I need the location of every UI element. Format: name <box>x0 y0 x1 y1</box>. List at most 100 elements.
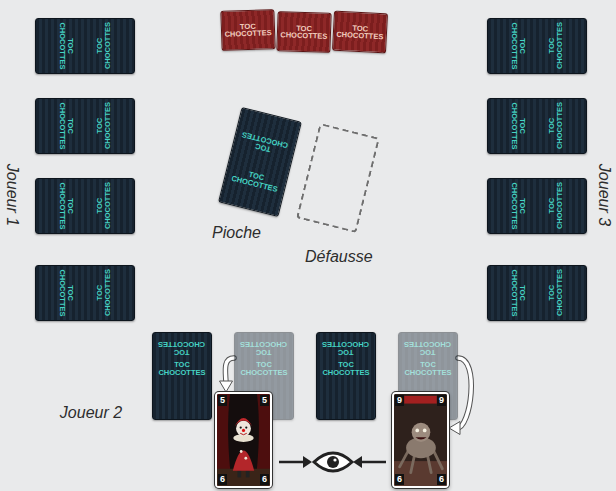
card-face-area: TOC CHOCOTTESTOC CHOCOTTES <box>317 333 375 419</box>
reserve-card: TOC CHOCOTTES <box>332 11 388 54</box>
player-card: TOC CHOCOTTES TOC CHOCOTTES <box>487 98 587 154</box>
card-logo: TOC CHOCOTTES <box>322 341 369 356</box>
corner-holder: 9 <box>437 395 446 406</box>
card-logo: TOC CHOCOTTES <box>404 341 451 356</box>
card-logo: TOC CHOCOTTES <box>96 269 111 316</box>
card-logo: TOC CHOCOTTES <box>404 361 451 376</box>
card-face-area: TOC CHOCOTTESTOC CHOCOTTES <box>219 108 300 216</box>
card-value: 5 <box>218 395 227 406</box>
card-logo: TOC CHOCOTTES <box>548 269 563 316</box>
corner-holder: 9 <box>395 395 404 406</box>
reveal-arrow <box>360 461 386 464</box>
card-logo: TOC CHOCOTTES <box>511 269 526 316</box>
player-card: TOC CHOCOTTES TOC CHOCOTTES <box>152 332 212 420</box>
monster-eye <box>423 429 427 433</box>
card-value: 6 <box>260 474 269 485</box>
card-logo: TOC CHOCOTTES <box>96 182 111 229</box>
reserve-card: TOC CHOCOTTES <box>276 11 331 53</box>
player-card: TOC CHOCOTTESTOC CHOCOTTES <box>487 178 587 234</box>
card-face-area: TOC CHOCOTTES TOC CHOCOTTES <box>488 266 586 320</box>
player-card: TOC CHOCOTTES TOC CHOCOTTES <box>487 265 587 321</box>
reveal-connector <box>220 358 235 392</box>
card-face-area: TOC CHOCOTTES TOC CHOCOTTES <box>36 266 134 320</box>
player-label: Joueur 2 <box>60 404 122 422</box>
player-card: TOC CHOCOTTESTOC CHOCOTTES <box>316 332 376 420</box>
card-face-area: TOC CHOCOTTES TOC CHOCOTTES <box>36 266 134 320</box>
label-holder: Défausse <box>305 248 373 266</box>
monster-limb <box>411 455 415 472</box>
player-card: TOC CHOCOTTESTOC CHOCOTTES <box>35 98 135 154</box>
clown-button <box>240 450 243 453</box>
card-logo: TOC CHOCOTTES <box>240 341 287 356</box>
card-face-area: TOC CHOCOTTESTOC CHOCOTTES <box>36 179 134 233</box>
card-logo: TOC CHOCOTTES <box>548 182 563 229</box>
clown-mouth <box>240 433 247 434</box>
card-logo: TOC CHOCOTTES <box>224 22 272 39</box>
card-logo: TOC CHOCOTTES <box>59 102 74 149</box>
card-face-area: TOC CHOCOTTESTOC CHOCOTTES <box>488 179 586 233</box>
eye-glint <box>333 458 336 461</box>
clown-hair <box>235 418 253 427</box>
card-logo: TOC CHOCOTTES <box>548 22 563 69</box>
card-logo: TOC CHOCOTTES <box>240 361 287 376</box>
card-logo: TOC CHOCOTTES <box>336 23 384 40</box>
card-logo: TOC CHOCOTTES <box>158 361 205 376</box>
clown-eye <box>245 426 247 428</box>
card-ground <box>217 394 270 486</box>
card-face-area: TOC CHOCOTTES TOC CHOCOTTES <box>488 19 586 73</box>
card-value: 6 <box>437 474 446 485</box>
label-holder: Joueur 1 <box>3 164 21 226</box>
card-face-area: TOC CHOCOTTES TOC CHOCOTTES <box>488 99 586 153</box>
connector-outline <box>225 358 234 384</box>
card-face-area: TOC CHOCOTTES <box>277 12 330 52</box>
card-face-area: TOC CHOCOTTES TOC CHOCOTTES <box>488 19 586 73</box>
card-logo: TOC CHOCOTTES <box>158 341 205 356</box>
card-value: 9 <box>395 395 404 406</box>
card-logo: TOC CHOCOTTES <box>548 102 563 149</box>
monster-eye <box>415 429 419 433</box>
corner-holder: 6 <box>437 474 446 485</box>
corner-holder: 6 <box>260 474 269 485</box>
player-label: Joueur 3 <box>595 164 613 226</box>
title-banner <box>404 396 437 404</box>
arrow-head <box>353 456 362 468</box>
connector-line <box>457 358 471 428</box>
reserve-card: TOC CHOCOTTES <box>220 9 275 51</box>
card-face-area: TOC CHOCOTTESTOC CHOCOTTES <box>36 99 134 153</box>
clown-nose <box>242 429 245 432</box>
card-value: 6 <box>218 474 227 485</box>
card-value: 9 <box>437 395 446 406</box>
connector-outline <box>457 358 471 428</box>
zone-label: Défausse <box>305 248 373 266</box>
floor <box>217 469 270 486</box>
corner-holder: 5 <box>260 395 269 406</box>
clown-illustration <box>217 394 270 486</box>
player-card: TOC CHOCOTTES TOC CHOCOTTES <box>35 265 135 321</box>
card-logo: TOC CHOCOTTES <box>511 22 526 69</box>
card-face-area: TOC CHOCOTTES TOC CHOCOTTES <box>488 266 586 320</box>
card-logo: TOC CHOCOTTES <box>511 102 526 149</box>
card-face-area: TOC CHOCOTTESTOC CHOCOTTES <box>488 179 586 233</box>
card-logo: TOC CHOCOTTES <box>240 131 289 157</box>
card-logo: TOC CHOCOTTES <box>96 22 111 69</box>
card-face-area: TOC CHOCOTTES <box>221 10 274 50</box>
player-card: TOC CHOCOTTESTOC CHOCOTTES <box>35 18 135 74</box>
clown-body <box>233 451 254 471</box>
arrow-head <box>303 456 312 468</box>
card-face-area: TOC CHOCOTTES TOC CHOCOTTES <box>153 333 211 419</box>
corner-holder: 6 <box>395 474 404 485</box>
monster-illustration <box>394 394 447 486</box>
card-face-area: TOC CHOCOTTES TOC CHOCOTTES <box>488 99 586 153</box>
arrow-head <box>449 422 460 435</box>
corner-holder: 6 <box>218 474 227 485</box>
player-card: TOC CHOCOTTES TOC CHOCOTTES <box>487 18 587 74</box>
player-card: TOC CHOCOTTESTOC CHOCOTTES <box>35 178 135 234</box>
monster-limb <box>433 450 442 469</box>
card-face-area <box>298 125 377 230</box>
card-face-area: TOC CHOCOTTESTOC CHOCOTTES <box>36 179 134 233</box>
monster-mouth <box>415 437 426 439</box>
reveal-arrow <box>279 461 305 464</box>
card-logo: TOC CHOCOTTES <box>59 269 74 316</box>
corner-holder: 5 <box>218 395 227 406</box>
